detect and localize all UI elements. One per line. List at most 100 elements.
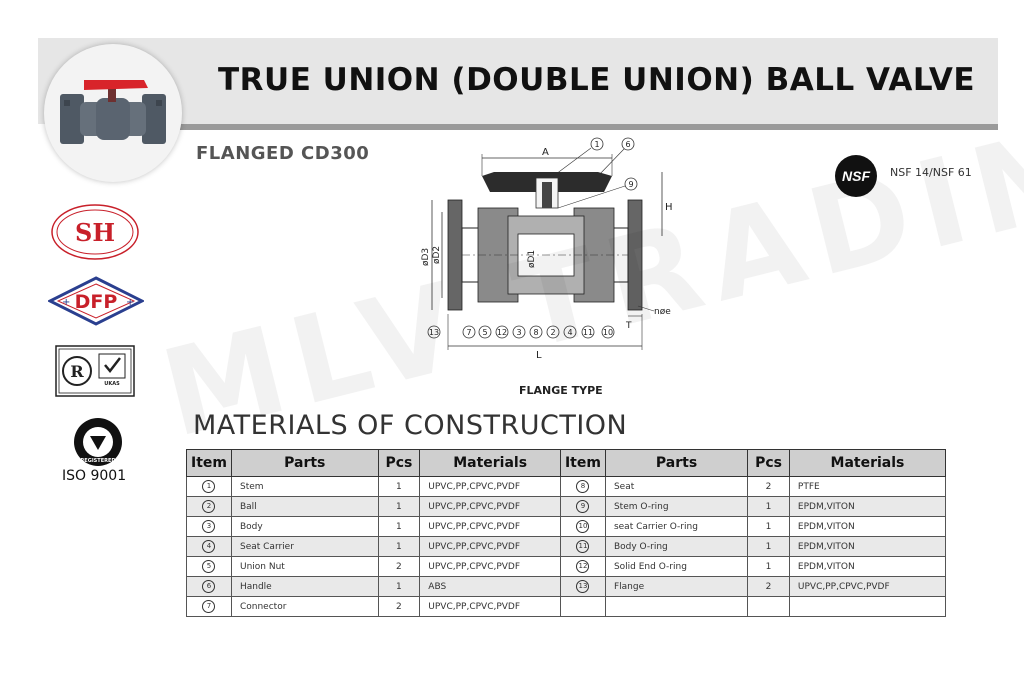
header-banner <box>38 38 998 124</box>
valve-technical-drawing: A 1 6 9 H øD3 øD2 øD1 T <box>398 136 698 378</box>
ukas-logo-text: UKAS <box>104 381 120 387</box>
ukas-certificate-logo: R UKAS <box>55 345 135 401</box>
table-row: 7 Connector 2 UPVC,PP,CPVC,PVDF <box>186 596 947 617</box>
part-material: ABS <box>419 576 561 597</box>
item-number: 6 <box>202 580 216 593</box>
table-header-row: Item Parts Pcs Materials Item Parts Pcs … <box>186 449 947 477</box>
callout-7: 7 <box>466 328 471 337</box>
callout-3: 3 <box>516 328 521 337</box>
part-name: Seat Carrier <box>230 536 379 557</box>
callout-4: 4 <box>567 328 572 337</box>
part-name: Handle <box>230 576 379 597</box>
item-number: 5 <box>202 560 216 573</box>
part-name: Stem <box>230 476 379 497</box>
part-pcs: 1 <box>377 516 421 537</box>
part-pcs: 1 <box>377 496 421 517</box>
iso-registered-seal: REGISTERED <box>70 416 126 472</box>
header-pcs: Pcs <box>747 449 790 477</box>
item-number: 8 <box>576 480 590 493</box>
callout-13: 13 <box>429 328 439 337</box>
dim-label-d1: øD1 <box>527 250 537 268</box>
callout-2: 2 <box>550 328 555 337</box>
svg-text:+: + <box>126 297 134 308</box>
part-material: PTFE <box>788 476 947 497</box>
header-materials: Materials <box>788 449 947 477</box>
table-row: 3 Body 1 UPVC,PP,CPVC,PVDF 10 seat Carri… <box>186 516 947 537</box>
part-pcs: 1 <box>747 496 790 517</box>
part-material: UPVC,PP,CPVC,PVDF <box>419 556 561 577</box>
item-number: 2 <box>202 500 216 513</box>
part-pcs: 2 <box>377 556 421 577</box>
callout-6: 6 <box>625 140 630 149</box>
part-material: UPVC,PP,CPVC,PVDF <box>788 576 947 597</box>
iso-seal-text: REGISTERED <box>80 458 115 464</box>
part-name: Stem O-ring <box>604 496 749 517</box>
header-materials: Materials <box>419 449 561 477</box>
materials-heading: MATERIALS OF CONSTRUCTION <box>193 410 628 441</box>
svg-text:R: R <box>70 362 84 381</box>
dim-label-ne: nøe <box>654 307 671 317</box>
callout-1: 1 <box>594 140 599 149</box>
table-row: 1 Stem 1 UPVC,PP,CPVC,PVDF 8 Seat 2 PTFE <box>186 476 947 497</box>
item-number: 7 <box>202 600 216 613</box>
callout-11: 11 <box>583 328 593 337</box>
part-name: Seat <box>604 476 749 497</box>
watermark: MLV TRADING <box>150 74 1024 465</box>
part-pcs: 1 <box>377 536 421 557</box>
header-pcs: Pcs <box>377 449 421 477</box>
dim-label-d3: øD3 <box>421 248 431 266</box>
item-number: 13 <box>576 580 590 593</box>
part-pcs: 2 <box>747 476 790 497</box>
part-material: UPVC,PP,CPVC,PVDF <box>419 516 561 537</box>
table-row: 5 Union Nut 2 UPVC,PP,CPVC,PVDF 12 Solid… <box>186 556 947 577</box>
part-material: EPDM,VITON <box>788 536 947 557</box>
table-row: 6 Handle 1 ABS 13 Flange 2 UPVC,PP,CPVC,… <box>186 576 947 597</box>
nsf-standard-text: NSF 14/NSF 61 <box>890 166 972 179</box>
part-name: Ball <box>230 496 379 517</box>
header-parts: Parts <box>604 449 749 477</box>
part-name: Connector <box>230 596 379 617</box>
iso-label: ISO 9001 <box>62 468 127 484</box>
header-item: Item <box>186 449 232 477</box>
part-material: EPDM,VITON <box>788 556 947 577</box>
dim-label-a: A <box>542 147 549 158</box>
item-number: 10 <box>576 520 590 533</box>
dim-label-t: T <box>625 321 632 331</box>
header-item: Item <box>559 449 606 477</box>
item-number: 3 <box>202 520 216 533</box>
item-number: 4 <box>202 540 216 553</box>
product-subtitle: FLANGED CD300 <box>196 143 370 164</box>
part-pcs: 2 <box>377 596 421 617</box>
table-row: 2 Ball 1 UPVC,PP,CPVC,PVDF 9 Stem O-ring… <box>186 496 947 517</box>
part-material: EPDM,VITON <box>788 496 947 517</box>
callout-8: 8 <box>533 328 538 337</box>
item-number: 12 <box>576 560 590 573</box>
dim-label-d2: øD2 <box>432 246 442 264</box>
part-name: Solid End O-ring <box>604 556 749 577</box>
part-material: UPVC,PP,CPVC,PVDF <box>419 476 561 497</box>
part-name: Body O-ring <box>604 536 749 557</box>
callout-10: 10 <box>603 328 613 337</box>
callout-12: 12 <box>497 328 507 337</box>
header-parts: Parts <box>230 449 379 477</box>
drawing-caption: FLANGE TYPE <box>519 384 603 397</box>
nsf-badge: NSF <box>835 155 877 197</box>
item-number: 11 <box>576 540 590 553</box>
callout-9: 9 <box>628 180 633 189</box>
item-number: 1 <box>202 480 216 493</box>
part-material: UPVC,PP,CPVC,PVDF <box>419 496 561 517</box>
part-name: Union Nut <box>230 556 379 577</box>
part-pcs: 2 <box>747 576 790 597</box>
dim-label-l: L <box>536 350 542 361</box>
part-pcs: 1 <box>747 536 790 557</box>
part-pcs: 1 <box>747 516 790 537</box>
item-number: 9 <box>576 500 590 513</box>
callout-5: 5 <box>482 328 487 337</box>
shh-logo-text: SH <box>75 218 115 247</box>
product-photo <box>44 44 182 182</box>
part-name: Body <box>230 516 379 537</box>
shh-logo: SH <box>50 203 140 265</box>
dfp-logo: DFP + + <box>46 276 146 330</box>
valve-photo-icon <box>60 80 166 144</box>
part-material: UPVC,PP,CPVC,PVDF <box>419 536 561 557</box>
